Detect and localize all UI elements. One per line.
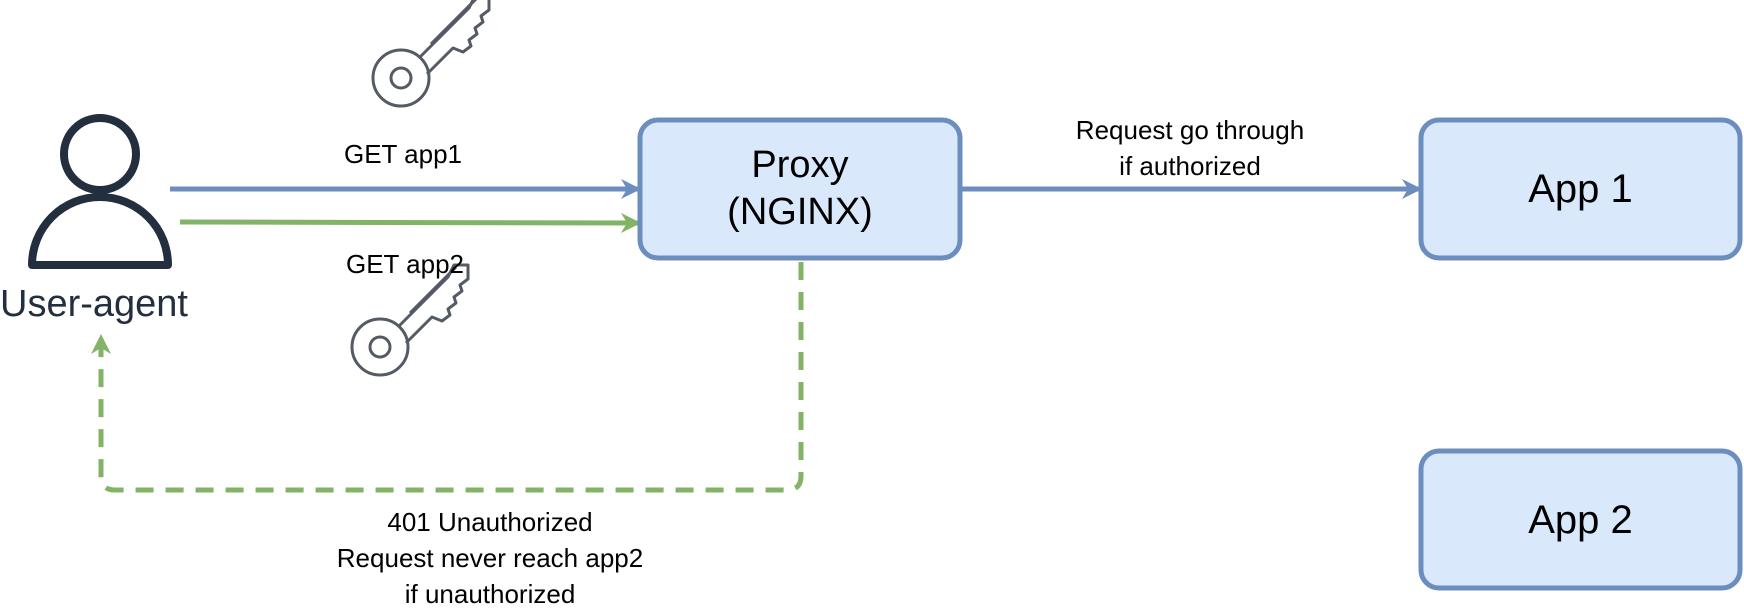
user-agent-icon xyxy=(28,114,172,269)
reject-label-line2: Request never reach app2 xyxy=(336,543,644,573)
user-agent-label: User-agent xyxy=(0,283,188,325)
forward-label: Request go through if authorized xyxy=(1040,112,1340,184)
app2-label: App 2 xyxy=(1528,497,1633,542)
proxy-label: Proxy (NGINX) xyxy=(640,120,960,258)
edge-reject-401[interactable] xyxy=(91,262,804,493)
node-app2[interactable] xyxy=(1418,448,1743,591)
key-icon-app1 xyxy=(371,0,491,108)
edge-get-app2[interactable] xyxy=(179,212,641,233)
reject-label-line1: 401 Unauthorized xyxy=(387,507,593,537)
node-proxy[interactable] xyxy=(637,117,963,261)
proxy-label-line1: Proxy xyxy=(751,143,849,186)
app1-label: App 1 xyxy=(1528,167,1633,211)
get-app2-label: GET app2 xyxy=(345,249,465,279)
reject-label-line3: if unauthorized xyxy=(404,579,576,609)
reject-label: 401 Unauthorized Request never reach app… xyxy=(310,504,670,612)
proxy-label-line2: (NGINX) xyxy=(727,191,873,233)
forward-label-line1: Request go through xyxy=(1075,115,1305,145)
get-app1-label: GET app1 xyxy=(343,139,463,169)
forward-label-line2: if authorized xyxy=(1119,151,1261,181)
node-app1[interactable] xyxy=(1418,117,1743,261)
